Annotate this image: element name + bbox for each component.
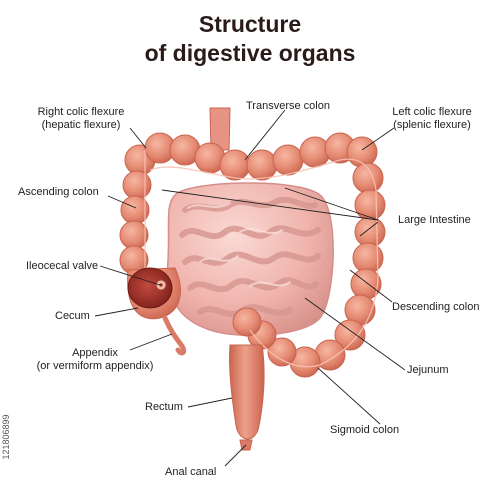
label-rectum: Rectum	[145, 401, 183, 413]
label-sigmoid-colon: Sigmoid colon	[330, 424, 400, 436]
label-descending-colon: Descending colon	[392, 301, 480, 313]
upper-tube	[209, 107, 231, 151]
title-line-2: of digestive organs	[144, 40, 356, 66]
label-ascending-colon: Ascending colon	[18, 186, 99, 198]
rectum	[228, 344, 265, 451]
label-ileocecal-valve: Ileocecal valve	[26, 260, 99, 272]
label-left-colic-flexure: Left colic flexure (splenic flexure)	[392, 106, 472, 131]
appendix	[162, 315, 187, 356]
label-transverse-colon: Transverse colon	[246, 100, 330, 112]
label-cecum: Cecum	[55, 310, 90, 322]
cecum	[127, 267, 181, 320]
label-large-intestine: Large Intestine	[398, 214, 471, 226]
page-title: Structure of digestive organs	[0, 10, 500, 68]
small-intestine	[166, 182, 334, 337]
label-right-colic-flexure: Right colic flexure (hepatic flexure)	[37, 106, 125, 131]
stock-id: 121806899	[1, 414, 11, 460]
label-appendix: Appendix (or vermiform appendix)	[36, 347, 154, 372]
label-anal-canal: Anal canal	[165, 466, 217, 478]
title-line-1: Structure	[198, 11, 302, 37]
label-jejunum: Jejunum	[407, 364, 449, 376]
